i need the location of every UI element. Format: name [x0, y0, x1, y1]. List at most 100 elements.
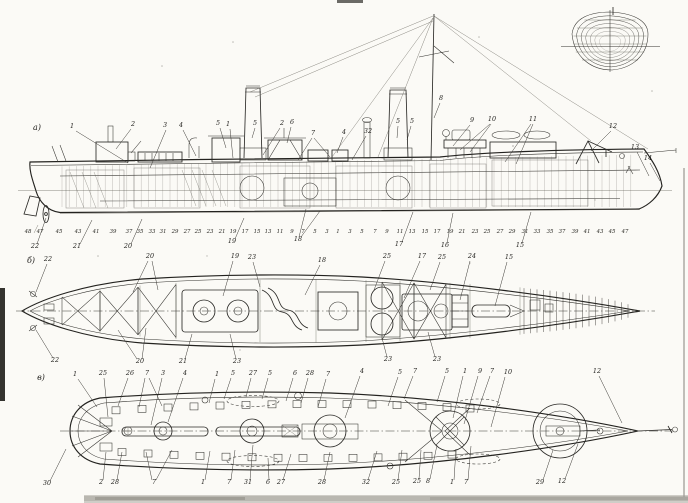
- boat-outline-4: [455, 453, 501, 465]
- leader-line: [286, 126, 292, 144]
- rigging: [249, 15, 649, 158]
- leader-line: [261, 377, 269, 400]
- leader-line: [223, 377, 232, 400]
- callout-number-hold_top: 25: [437, 253, 446, 261]
- funnel-1: [243, 87, 263, 159]
- leader-line: [598, 375, 623, 424]
- callout-number-side_below: 16: [441, 241, 449, 249]
- leader-line: [336, 136, 344, 154]
- stern-davits: [51, 144, 67, 163]
- deck-skylight: [281, 424, 299, 438]
- capstan-cross: [124, 427, 132, 435]
- view-tag: в): [37, 373, 45, 382]
- callout-number-deck_bottom: 7: [464, 478, 469, 486]
- hull-section-curve: [580, 19, 640, 64]
- torpedo-tube-1: [121, 426, 209, 437]
- callout-number-deck_top: 7: [326, 370, 331, 378]
- frame-number: 11: [277, 229, 284, 235]
- frame-number: 39: [110, 229, 117, 235]
- conning-platform: [443, 139, 487, 149]
- keel-line: [59, 209, 641, 214]
- aft-gun-barrel: [130, 140, 142, 154]
- callout-number-deck_bottom: 31: [244, 478, 252, 486]
- frame-number: 29: [171, 229, 179, 235]
- leader-line: [403, 260, 421, 299]
- frame-number: 43: [74, 229, 82, 235]
- callout-number-side_top: 32: [364, 127, 372, 135]
- bow-spar-anchor: [625, 148, 677, 175]
- frame-number: 45: [55, 229, 63, 235]
- callout-number-side_top: 10: [488, 115, 496, 123]
- leader-line: [317, 378, 327, 408]
- platform-cross: [435, 416, 465, 446]
- leader-line: [245, 377, 252, 398]
- callout-number-side_top: 2: [130, 120, 135, 128]
- leader-line: [150, 377, 163, 426]
- leader-line: [184, 333, 193, 360]
- callout-number-side_below: 22: [30, 242, 39, 250]
- callout-number-side_top: 9: [470, 116, 474, 124]
- callout-number-side_top: 3: [163, 121, 167, 129]
- callout-number-side_top: 5: [410, 117, 414, 125]
- callout-number-side_top: 7: [311, 129, 316, 137]
- frame-number: 21: [218, 229, 226, 235]
- left-edge-shadow: [0, 288, 5, 401]
- leader-line: [521, 211, 532, 244]
- deck-hatch: [215, 401, 225, 410]
- leader-line: [103, 377, 109, 418]
- leader-line: [490, 376, 506, 428]
- hold-plan-view: [16, 274, 655, 348]
- paper-speckles: [97, 36, 653, 351]
- callout-number-side_top: 13: [631, 143, 639, 151]
- platform-supports: [447, 148, 481, 158]
- frame-number: 45: [608, 229, 616, 235]
- leader-line: [298, 208, 307, 238]
- pump-wheel: [328, 301, 348, 321]
- frame-number: 29: [508, 229, 516, 235]
- frame-number: 15: [254, 229, 261, 235]
- frame-number: 33: [534, 229, 541, 235]
- hold-inner-line: [29, 278, 631, 344]
- callout-number-deck_bottom: 8: [426, 477, 430, 485]
- callout-number-deck_top: 4: [182, 369, 187, 377]
- leader-line: [229, 128, 234, 159]
- callout-number-side_top: 2: [279, 119, 284, 127]
- callout-number-side_below: 20: [123, 242, 132, 250]
- frame-number: 15: [422, 229, 429, 235]
- callout-number-deck_top: 5: [398, 368, 402, 376]
- leader-line: [427, 331, 436, 358]
- hull-section-curve: [599, 34, 621, 52]
- callout-number-side_top: 5: [253, 119, 257, 127]
- leader-line: [515, 123, 534, 165]
- callout-number-deck_bottom: 27: [276, 478, 286, 486]
- bottom-band-dark: [84, 496, 688, 501]
- hull-section-curve: [571, 11, 649, 71]
- frame-number: 35: [547, 229, 554, 235]
- mid-deckhouse: [211, 137, 241, 163]
- callout-number-hold_top: 15: [505, 253, 513, 261]
- cross-brace: [381, 281, 415, 341]
- cross-brace: [61, 290, 101, 332]
- frame-number: 7: [373, 229, 377, 235]
- leader-line: [564, 443, 579, 480]
- aft-vent-pipe: [107, 125, 114, 143]
- frame-number: 5: [313, 229, 317, 235]
- callout-number-deck_top: 5: [268, 369, 272, 377]
- leader-line: [204, 450, 211, 481]
- bow-capstan: [619, 153, 625, 159]
- bottom-band-streak-1: [95, 497, 245, 500]
- frame-number: 17: [242, 229, 249, 235]
- frame-number: 7: [301, 229, 305, 235]
- callout-number-hold_bottom: 23: [432, 355, 441, 363]
- engine-section: [283, 177, 337, 207]
- frame-number: 37: [559, 229, 566, 235]
- callout-number-deck_bottom: 30: [43, 479, 51, 487]
- vent-cowl: [188, 137, 200, 158]
- leader-line: [649, 162, 661, 182]
- leader-line: [282, 453, 292, 481]
- leader-line: [494, 261, 508, 307]
- engine-skylight: [137, 151, 183, 163]
- leader-line: [35, 329, 54, 359]
